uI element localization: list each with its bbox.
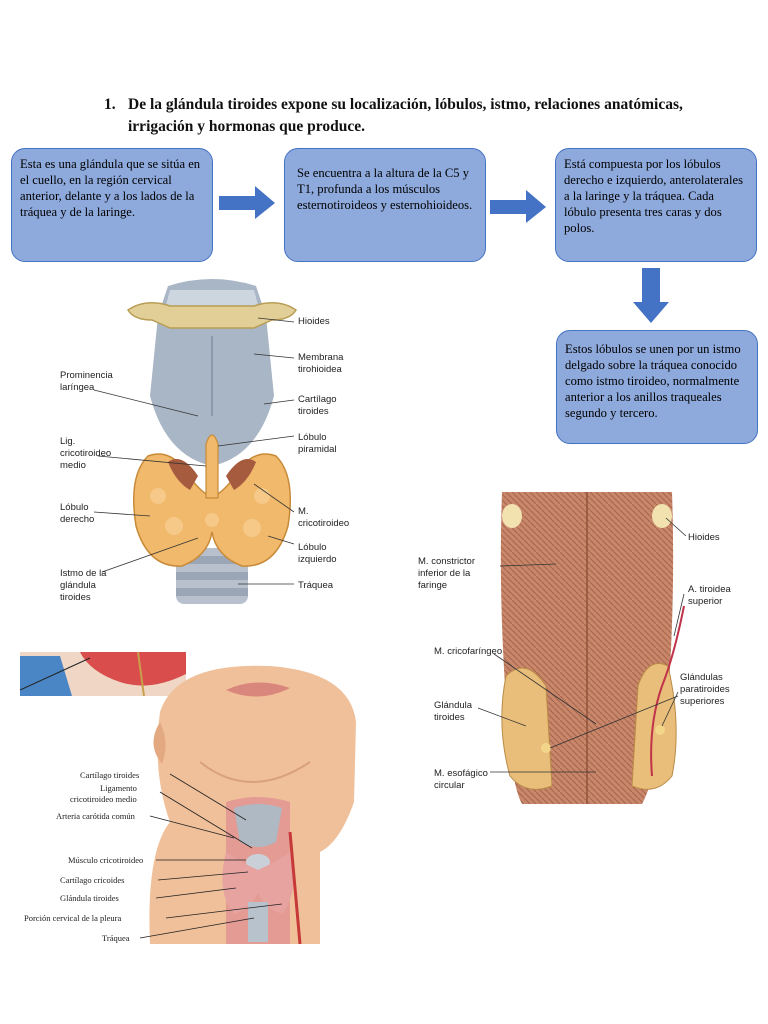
label-constrictor-2: inferior de la <box>418 568 471 579</box>
label-neck-cartilago-cricoides: Cartílago cricoides <box>60 875 124 885</box>
label-cricofaringeo: M. cricofaríngeo <box>434 646 502 657</box>
label-lig-3: medio <box>60 460 86 471</box>
label-m-cricotiroideo-2: cricotiroideo <box>298 518 349 529</box>
label-neck-musculo-cricotiroideo: Músculo cricotiroideo <box>68 855 143 865</box>
label-post-hioides: Hioides <box>688 532 720 543</box>
box-localizacion: Esta es una glándula que se sitúa en el … <box>11 148 213 262</box>
label-lobulo-izq-2: izquierdo <box>298 554 337 565</box>
thyroid-gland-drawing <box>133 434 291 567</box>
question-number: 1. <box>104 96 116 113</box>
label-membrana-1: Membrana <box>298 352 344 363</box>
label-a-tiroidea-1: A. tiroidea <box>688 584 731 595</box>
figure-thyroid-anterior: Hioides Membrana tirohioidea Cartílago t… <box>60 279 349 604</box>
label-paratiroides-2: paratiroides <box>680 684 730 695</box>
hyoid-left-drawing <box>502 504 522 528</box>
label-cartilago-1: Cartílago <box>298 394 337 405</box>
label-lobulo-der-2: derecho <box>60 514 94 525</box>
figure-neck: Cartílago tiroides Ligamento cricotiroid… <box>20 652 356 944</box>
vessels-strip-drawing <box>20 652 186 697</box>
question-heading: 1. De la glándula tiroides expone su loc… <box>104 94 704 138</box>
label-lig-2: cricotiroideo <box>60 448 111 459</box>
label-traquea: Tráquea <box>298 580 334 591</box>
label-membrana-2: tirohioidea <box>298 364 343 375</box>
label-constrictor-1: M. constrictor <box>418 556 475 567</box>
label-neck-ligamento-2: cricotiroideo medio <box>70 794 137 804</box>
label-neck-glandula-tiroides: Glándula tiroides <box>60 893 119 903</box>
label-lobulo-piramidal-1: Lóbulo <box>298 432 327 443</box>
label-cartilago-2: tiroides <box>298 406 329 417</box>
question-text: De la glándula tiroides expone su locali… <box>128 96 683 135</box>
thyroid-left-drawing <box>501 667 553 790</box>
label-neck-ligamento-1: Ligamento <box>100 783 137 793</box>
thyroid-right-drawing <box>631 663 677 790</box>
label-lobulo-der-1: Lóbulo <box>60 502 89 513</box>
label-paratiroides-1: Glándulas <box>680 672 723 683</box>
arrow-down <box>633 268 669 323</box>
label-prominencia-2: laríngea <box>60 382 95 393</box>
label-constrictor-3: faringe <box>418 580 447 591</box>
label-a-tiroidea-2: superior <box>688 596 722 607</box>
label-esofagico-1: M. esofágico <box>434 768 488 779</box>
label-neck-cartilago-tiroides: Cartílago tiroides <box>80 770 139 780</box>
hyoid-right-drawing <box>652 504 672 528</box>
label-neck-porcion-pleura: Porción cervical de la pleura <box>24 913 121 923</box>
label-istmo-1: Istmo de la <box>60 568 107 579</box>
neck-drawing <box>149 665 356 944</box>
label-hioides: Hioides <box>298 316 330 327</box>
label-prominencia-1: Prominencia <box>60 370 114 381</box>
label-esofagico-2: circular <box>434 780 465 791</box>
label-istmo-2: glándula <box>60 580 97 591</box>
label-paratiroides-3: superiores <box>680 696 725 707</box>
label-glandula-2: tiroides <box>434 712 465 723</box>
label-lig-1: Lig. <box>60 436 75 447</box>
box-lobulos: Está compuesta por los lóbulos derecho e… <box>555 148 757 262</box>
figure-thyroid-posterior: Hioides A. tiroidea superior Glándulas p… <box>418 492 731 804</box>
arrow-right-2 <box>490 190 546 223</box>
label-m-cricotiroideo-1: M. <box>298 506 309 517</box>
label-neck-arteria-carotida: Arteria carótida común <box>56 811 136 821</box>
hyoid-drawing <box>126 302 298 329</box>
label-lobulo-piramidal-2: piramidal <box>298 444 337 455</box>
label-neck-traquea: Tráquea <box>102 933 130 943</box>
box-istmo: Estos lóbulos se unen por un istmo delga… <box>556 330 758 444</box>
trachea-drawing <box>176 548 248 604</box>
label-lobulo-izq-1: Lóbulo <box>298 542 327 553</box>
artery-drawing <box>650 605 685 777</box>
label-istmo-3: tiroides <box>60 592 91 603</box>
box-altura: Se encuentra a la altura de la C5 y T1, … <box>284 148 486 262</box>
arrow-right-1 <box>219 186 275 219</box>
label-glandula-1: Glándula <box>434 700 473 711</box>
